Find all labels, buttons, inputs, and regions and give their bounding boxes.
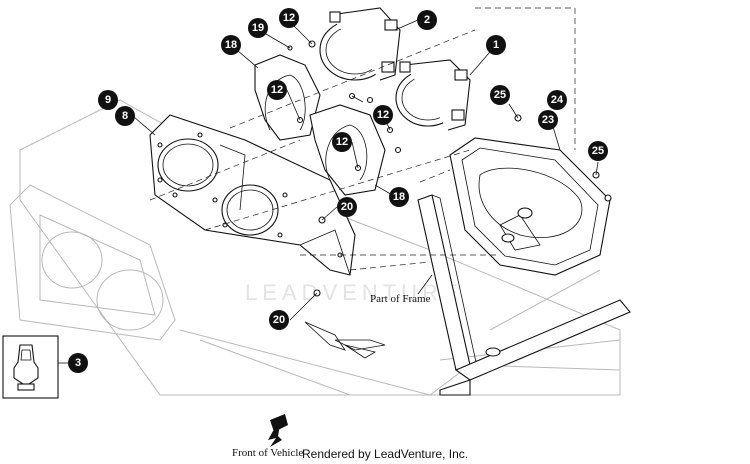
svg-text:12: 12 <box>336 136 348 148</box>
callout-1: 1 <box>486 35 506 55</box>
svg-text:25: 25 <box>494 89 506 101</box>
headlamp-upper <box>319 7 401 81</box>
svg-text:20: 20 <box>341 201 353 213</box>
callout-24: 24 <box>547 90 567 110</box>
svg-text:3: 3 <box>75 357 81 369</box>
callout-20-b: 20 <box>269 310 289 330</box>
callout-25-a: 25 <box>490 85 510 105</box>
headlight-housing <box>449 137 611 276</box>
gasket-ring-upper <box>254 54 321 141</box>
svg-text:1: 1 <box>493 39 499 51</box>
vehicle-emblem <box>304 321 386 359</box>
callout-9: 9 <box>98 90 118 110</box>
front-of-vehicle-label: Front of Vehicle <box>232 447 304 459</box>
svg-text:12: 12 <box>377 109 389 121</box>
svg-text:12: 12 <box>271 84 283 96</box>
frame-label: Part of Frame <box>370 293 431 305</box>
alignment-lines <box>149 7 576 271</box>
front-arrow-icon <box>268 414 288 447</box>
svg-text:23: 23 <box>542 114 554 126</box>
bulb-inset <box>2 335 70 399</box>
callout-25-b: 25 <box>588 141 608 161</box>
svg-text:19: 19 <box>252 22 264 34</box>
callout-12-a: 12 <box>279 8 299 28</box>
svg-text:9: 9 <box>105 94 111 106</box>
svg-text:20: 20 <box>273 314 285 326</box>
callout-12-b: 12 <box>267 80 287 100</box>
headlamp-lower <box>395 59 471 131</box>
callout-12-c: 12 <box>373 105 393 125</box>
callout-18-a: 18 <box>221 35 241 55</box>
callout-23: 23 <box>538 110 558 130</box>
svg-text:8: 8 <box>122 110 128 122</box>
svg-text:12: 12 <box>283 12 295 24</box>
callout-19: 19 <box>248 18 268 38</box>
callout-12-d: 12 <box>332 132 352 152</box>
callout-2: 2 <box>417 10 437 30</box>
svg-text:2: 2 <box>424 14 430 26</box>
svg-text:24: 24 <box>551 94 564 106</box>
fasteners <box>287 40 612 297</box>
frame-rail <box>417 194 631 396</box>
callout-18-b: 18 <box>389 187 409 207</box>
watermark: LEADVENTURE <box>245 280 463 305</box>
svg-text:25: 25 <box>592 145 604 157</box>
callout-8: 8 <box>115 106 135 126</box>
mounting-bracket <box>149 114 356 276</box>
svg-text:18: 18 <box>225 39 237 51</box>
rendered-by-credit: Rendered by LeadVenture, Inc. <box>302 447 469 461</box>
svg-text:18: 18 <box>393 191 405 203</box>
callout-3: 3 <box>68 353 88 373</box>
callout-20-a: 20 <box>337 197 357 217</box>
